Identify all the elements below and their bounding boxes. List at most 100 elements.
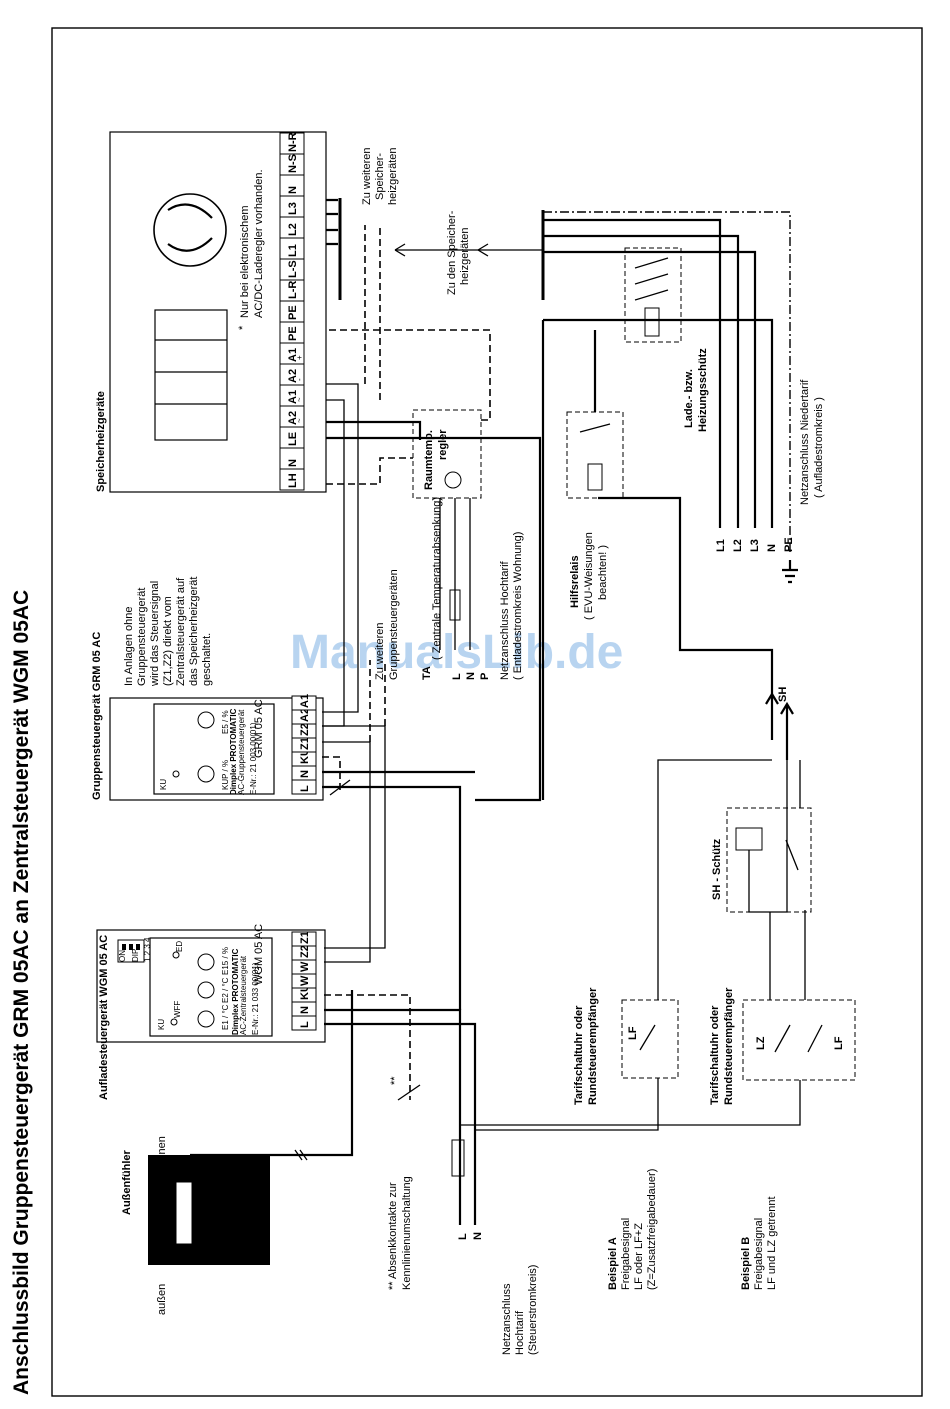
terminal-label: N (287, 186, 299, 194)
terminal-label: L3 (287, 202, 299, 215)
example-a-contact-label: LF (627, 1026, 639, 1040)
grm-led-ku (172, 770, 180, 778)
mains-low: Netzanschluss Niedertarif ( Aufladestrom… (715, 379, 825, 584)
wire-thermostat-ta (326, 329, 491, 421)
wire-grm-l (322, 785, 462, 1010)
wgm-brand: Dimplex PROTOMATIC (231, 948, 240, 1035)
room-thermostat-n: N (465, 672, 477, 680)
wgm-dip-label: DIP (131, 949, 140, 962)
setback-line2: Kennlinienumschaltung (401, 1176, 413, 1290)
mains-high-apt1: Netzanschluss Hochtarif (499, 560, 511, 680)
wgm-led-ku (170, 1018, 178, 1026)
wire-mains-l1 (543, 218, 722, 528)
heater-to-further2: Speicher- (374, 153, 386, 200)
terminal-label: L (299, 785, 311, 792)
aux-relay-note2: beachten! ) (597, 545, 609, 600)
load-contactor-coil (644, 307, 660, 337)
wire-heater-further (364, 225, 381, 400)
terminal-sublabel: ~ (295, 418, 304, 423)
grm-dial-kup[interactable] (197, 765, 215, 783)
wgm-dial-e15[interactable] (197, 953, 215, 971)
wire-aux-relay (541, 320, 597, 800)
wgm-subtitle: AC-Zentralsteuergerät (239, 955, 248, 1035)
wire-mains-n (543, 318, 774, 528)
room-thermostat-l: L (451, 673, 463, 680)
setback-note: ** ** Absenkkontakte zur Kennlinienumsch… (387, 1076, 413, 1290)
wgm-dial-e2-label: E2 / °C (221, 977, 230, 1003)
wire-heater-le (326, 420, 422, 440)
terminal-sublabel: ~ (295, 397, 304, 402)
terminal-label: LH (287, 473, 299, 488)
terminal-label: A1 (299, 694, 311, 708)
storage-heater-core (154, 309, 228, 441)
example-a-line3: (Z=Zusatzfreigabedauer) (646, 1169, 658, 1290)
sh-arrow-right (780, 701, 794, 760)
busbar-arrow-right (477, 243, 489, 257)
terminal-label: W (299, 961, 311, 972)
grm-note-line: wird das Steuersignal (149, 581, 161, 687)
terminal-label: LE (287, 432, 299, 446)
busbar-arrow-left (394, 243, 406, 257)
outdoor-sensor-body (148, 1155, 270, 1265)
grm-note-line: geschaltet. (201, 633, 213, 686)
terminal-label: A1 (287, 348, 299, 362)
terminal-label: L2 (287, 223, 299, 236)
storage-heater-title: Speicherheizgeräte (95, 391, 107, 492)
wiring (322, 198, 806, 1225)
example-b-contact-lz (774, 1024, 791, 1053)
terminal-label: N (287, 459, 299, 467)
storage-heater: Speicherheizgeräte * Nur bei elektronisc… (95, 131, 471, 493)
sh-contactor-contact (785, 839, 799, 871)
thermometer-icon (444, 471, 462, 489)
wgm-led-ed (172, 951, 180, 959)
example-b-title: Beispiel B (740, 1237, 752, 1290)
example-a-line2: LF oder LF+Z (633, 1223, 645, 1290)
setback-mark: ** (389, 1076, 401, 1085)
mains-low-phase: PE (783, 537, 795, 552)
grm-note-line: Gruppensteuergerät (136, 588, 148, 686)
wgm-dial-e15-label: E15 / % (221, 947, 230, 975)
wire-wgm-ku (324, 994, 411, 1100)
terminal-label: W (299, 975, 311, 986)
wgm-dip-toggle (122, 944, 126, 950)
terminal-label: Z1 (299, 931, 311, 944)
room-thermostat-ta-desc: ( Zentrale Temperaturabsenkung) (431, 497, 443, 660)
wire-grm-ku (322, 756, 341, 790)
wgm-title: Aufladesteuergerät WGM 05 AC (98, 935, 110, 1100)
outdoor-sensor-inside: innen (156, 1136, 168, 1163)
terminal-label: Z2 (299, 945, 311, 958)
sh-contactor-box (726, 807, 812, 913)
terminal-label: L1 (287, 244, 299, 257)
setback-contact-grm (329, 779, 351, 796)
outdoor-sensor: Außenfühler außen innen (121, 990, 354, 1315)
example-a-switch2: Rundsteuerempfänger (587, 987, 599, 1105)
grm-note-line: Zentralsteuergerät auf (175, 577, 187, 686)
example-a-title: Beispiel A (607, 1237, 619, 1290)
wire-sh-contactor (748, 760, 806, 1000)
setback-contact-wgm (397, 1084, 421, 1101)
example-a-contact (639, 1024, 656, 1051)
wire-mains-l2 (543, 234, 740, 528)
grm-subtitle: AC-Gruppensteuergerät (237, 709, 246, 795)
load-contactor-label1: Lade.- bzw. (683, 369, 695, 428)
load-contactor: Lade.- bzw. Heizungsschütz (624, 247, 709, 432)
mains-low-phase: L1 (715, 539, 727, 552)
example-b-contact-lz-label: LZ (755, 1036, 767, 1050)
heater-to-heaters2: heizgeräten (459, 228, 471, 286)
wgm-dial-e2[interactable] (197, 981, 215, 999)
room-thermostat-p: P (479, 673, 491, 680)
grm-dial-e5[interactable] (197, 711, 215, 729)
terminal-label: N (299, 1006, 311, 1014)
wire-heater-power (326, 198, 338, 246)
wire-wgm-z2 (322, 741, 371, 963)
wire-mains-pe (543, 211, 791, 555)
wgm-dip-toggle (129, 944, 133, 950)
terminal-label: A2 (287, 411, 299, 425)
grm-further-label: Zu weiteren (374, 623, 386, 680)
wgm-dial-e1[interactable] (197, 1010, 215, 1028)
wgm-dip-nums: 1 2 3 4 (143, 937, 152, 962)
mains-high-l: L (457, 1233, 469, 1240)
